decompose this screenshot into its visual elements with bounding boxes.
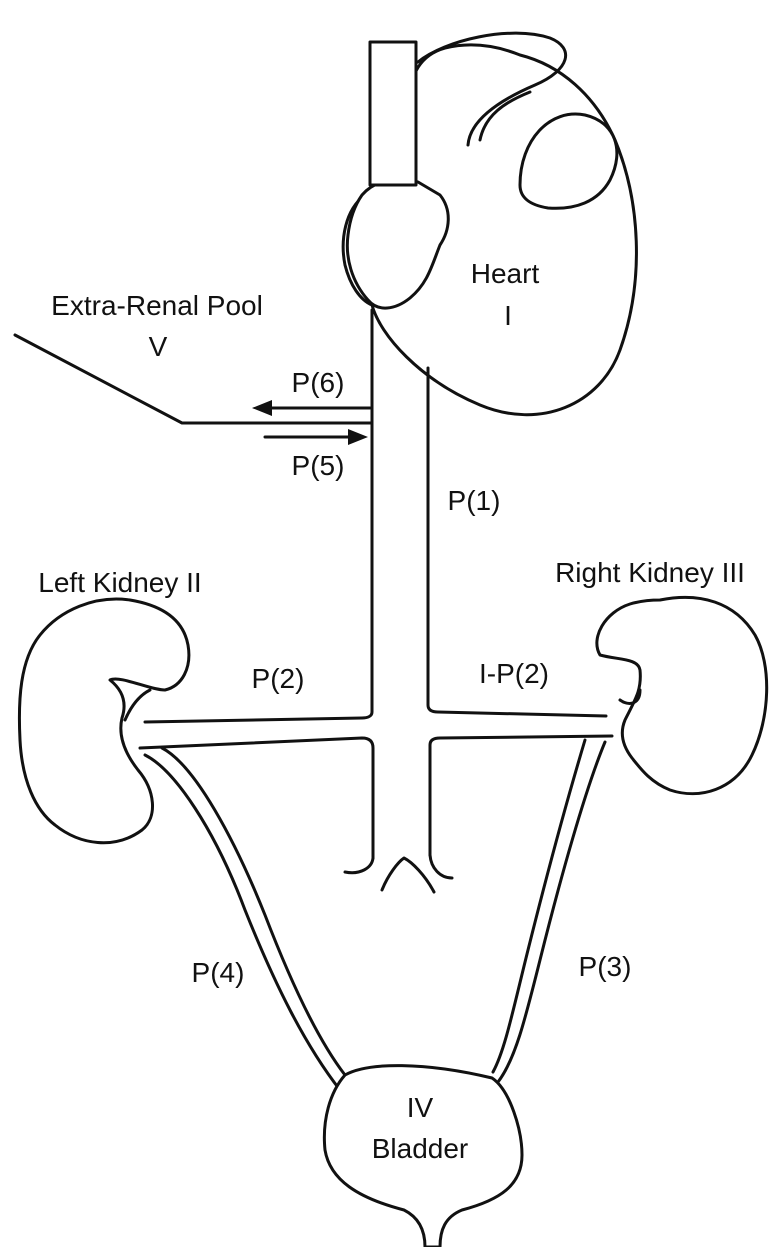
left-ureter bbox=[145, 755, 340, 1090]
right-ureter bbox=[498, 742, 605, 1082]
p1-minus-p2-label: I-P(2) bbox=[479, 658, 549, 689]
p6-arrowhead bbox=[252, 400, 272, 416]
left-kidney-hilum bbox=[125, 690, 150, 720]
extra-renal-pool-label: Extra-Renal Pool bbox=[51, 290, 263, 321]
p2-label: P(2) bbox=[252, 663, 305, 694]
heart-label: Heart bbox=[471, 258, 540, 289]
p5-arrowhead bbox=[348, 429, 368, 445]
extra-renal-pool-number: V bbox=[149, 331, 168, 362]
p3-label: P(3) bbox=[579, 951, 632, 982]
bladder-label: Bladder bbox=[372, 1133, 469, 1164]
right-kidney-label: Right Kidney III bbox=[555, 557, 745, 588]
p5-label: P(5) bbox=[292, 450, 345, 481]
aorta-upper bbox=[370, 42, 416, 185]
p1-label: P(1) bbox=[448, 485, 501, 516]
p6-label: P(6) bbox=[292, 367, 345, 398]
right-kidney bbox=[597, 597, 767, 793]
left-kidney-label: Left Kidney II bbox=[38, 567, 201, 598]
iliac-bifurcation bbox=[382, 858, 434, 892]
p4-label: P(4) bbox=[192, 957, 245, 988]
bladder-number: IV bbox=[407, 1092, 434, 1123]
heart-number: I bbox=[504, 300, 512, 331]
